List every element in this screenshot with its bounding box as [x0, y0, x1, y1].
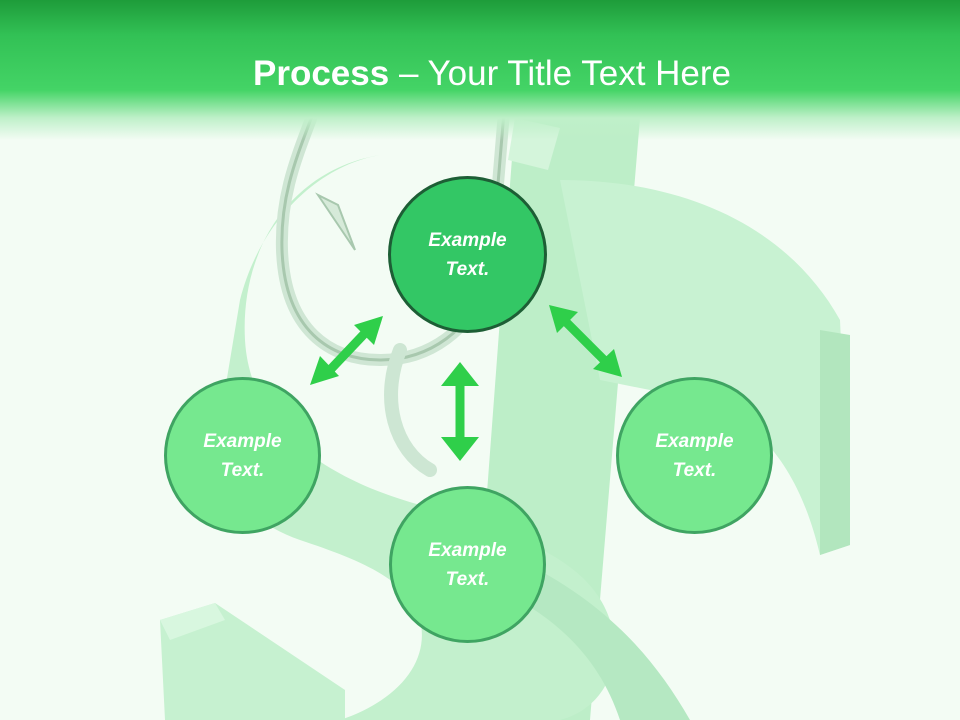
- slide-title: Process – Your Title Text Here: [0, 52, 960, 96]
- node-left[interactable]: Example Text.: [164, 377, 321, 534]
- node-top-label: Example Text.: [428, 229, 507, 280]
- fish-hook-icon: [275, 94, 511, 477]
- title-bar: [0, 0, 960, 140]
- node-bottom-label: Example Text.: [428, 539, 507, 590]
- title-bold: Process: [253, 54, 390, 93]
- node-top[interactable]: Example Text.: [388, 176, 547, 333]
- node-left-label: Example Text.: [203, 430, 282, 481]
- node-right[interactable]: Example Text.: [616, 377, 773, 534]
- node-bottom[interactable]: Example Text.: [389, 486, 546, 643]
- node-right-label: Example Text.: [655, 430, 734, 481]
- title-rest: – Your Title Text Here: [389, 54, 731, 93]
